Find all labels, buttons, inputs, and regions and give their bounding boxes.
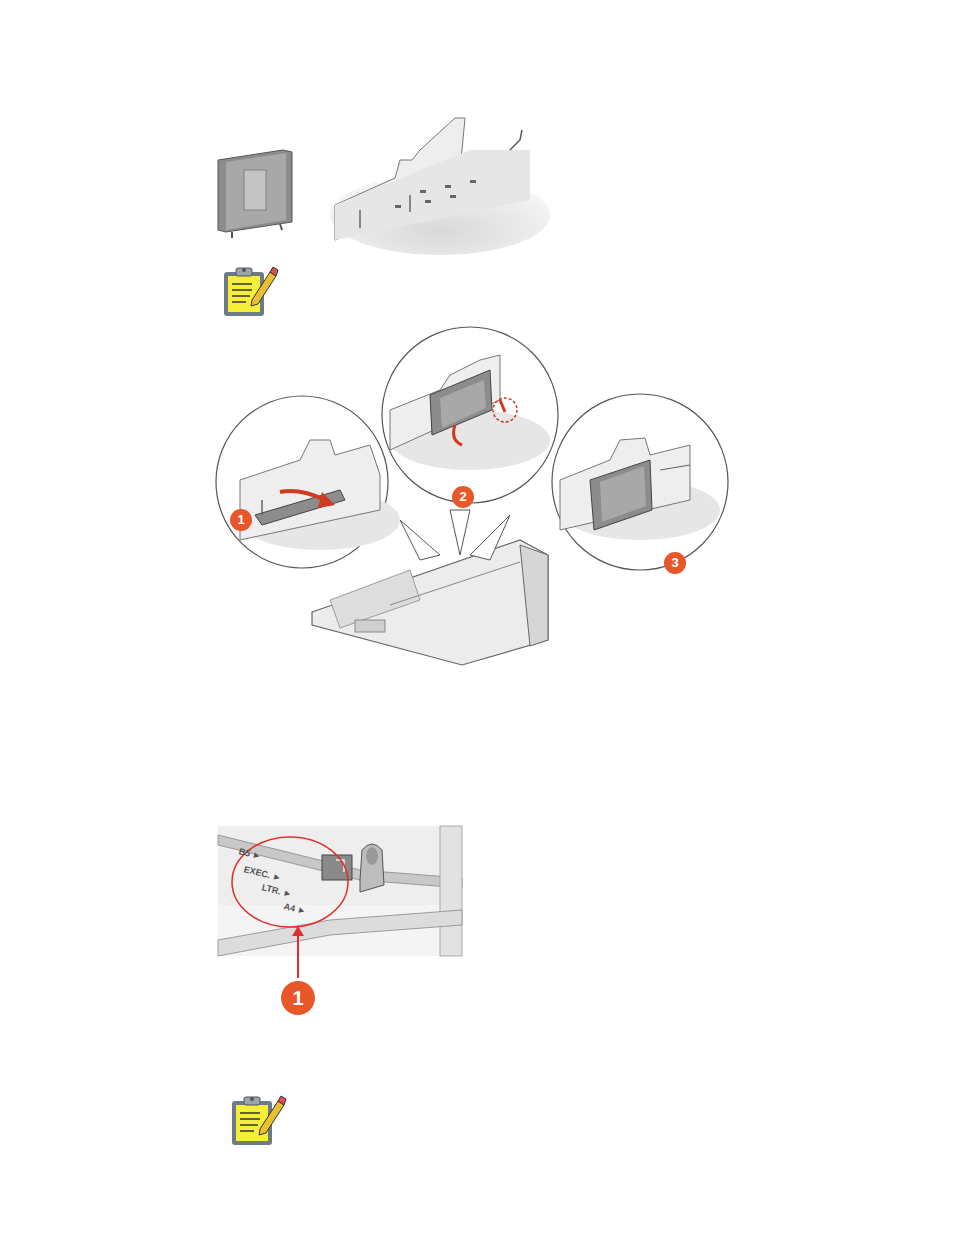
- paper-tray: [312, 540, 548, 665]
- callout-number: 1: [281, 981, 315, 1015]
- tray-corner: [330, 118, 550, 255]
- detail-bubbles: [216, 327, 728, 570]
- step-2: [390, 355, 550, 470]
- callout-number: 1: [230, 509, 252, 531]
- guide-piece: [218, 150, 292, 238]
- step-3: [560, 438, 720, 540]
- step-1: [240, 440, 400, 550]
- tray-closeup: [218, 826, 462, 978]
- callout-number: 3: [664, 552, 686, 574]
- callout-number: 2: [452, 486, 474, 508]
